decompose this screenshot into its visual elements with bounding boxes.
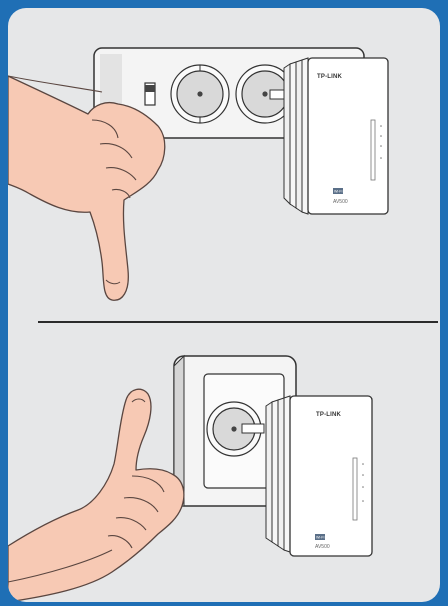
device-brand: TP-LINK	[317, 74, 343, 80]
powerline-adapter: TP-LINK Wi-Fi AV500	[284, 58, 388, 214]
outlet-1	[171, 65, 229, 123]
device-model: AV500	[315, 544, 330, 550]
device-model: AV500	[333, 199, 348, 205]
device-brand: TP-LINK	[316, 412, 342, 418]
svg-text:Wi-Fi: Wi-Fi	[334, 190, 343, 194]
powerline-adapter: TP-LINK Wi-Fi AV500	[266, 396, 372, 556]
led-strip	[353, 458, 357, 520]
top-scene: TP-LINK Wi-Fi AV500	[8, 8, 440, 308]
thumbs-up-hand-icon	[8, 389, 184, 602]
led-strip	[371, 120, 375, 180]
bottom-scene: TP-LINK Wi-Fi AV500	[8, 312, 440, 602]
instruction-panel: TP-LINK Wi-Fi AV500	[8, 8, 440, 602]
svg-text:Wi-Fi: Wi-Fi	[316, 536, 325, 540]
